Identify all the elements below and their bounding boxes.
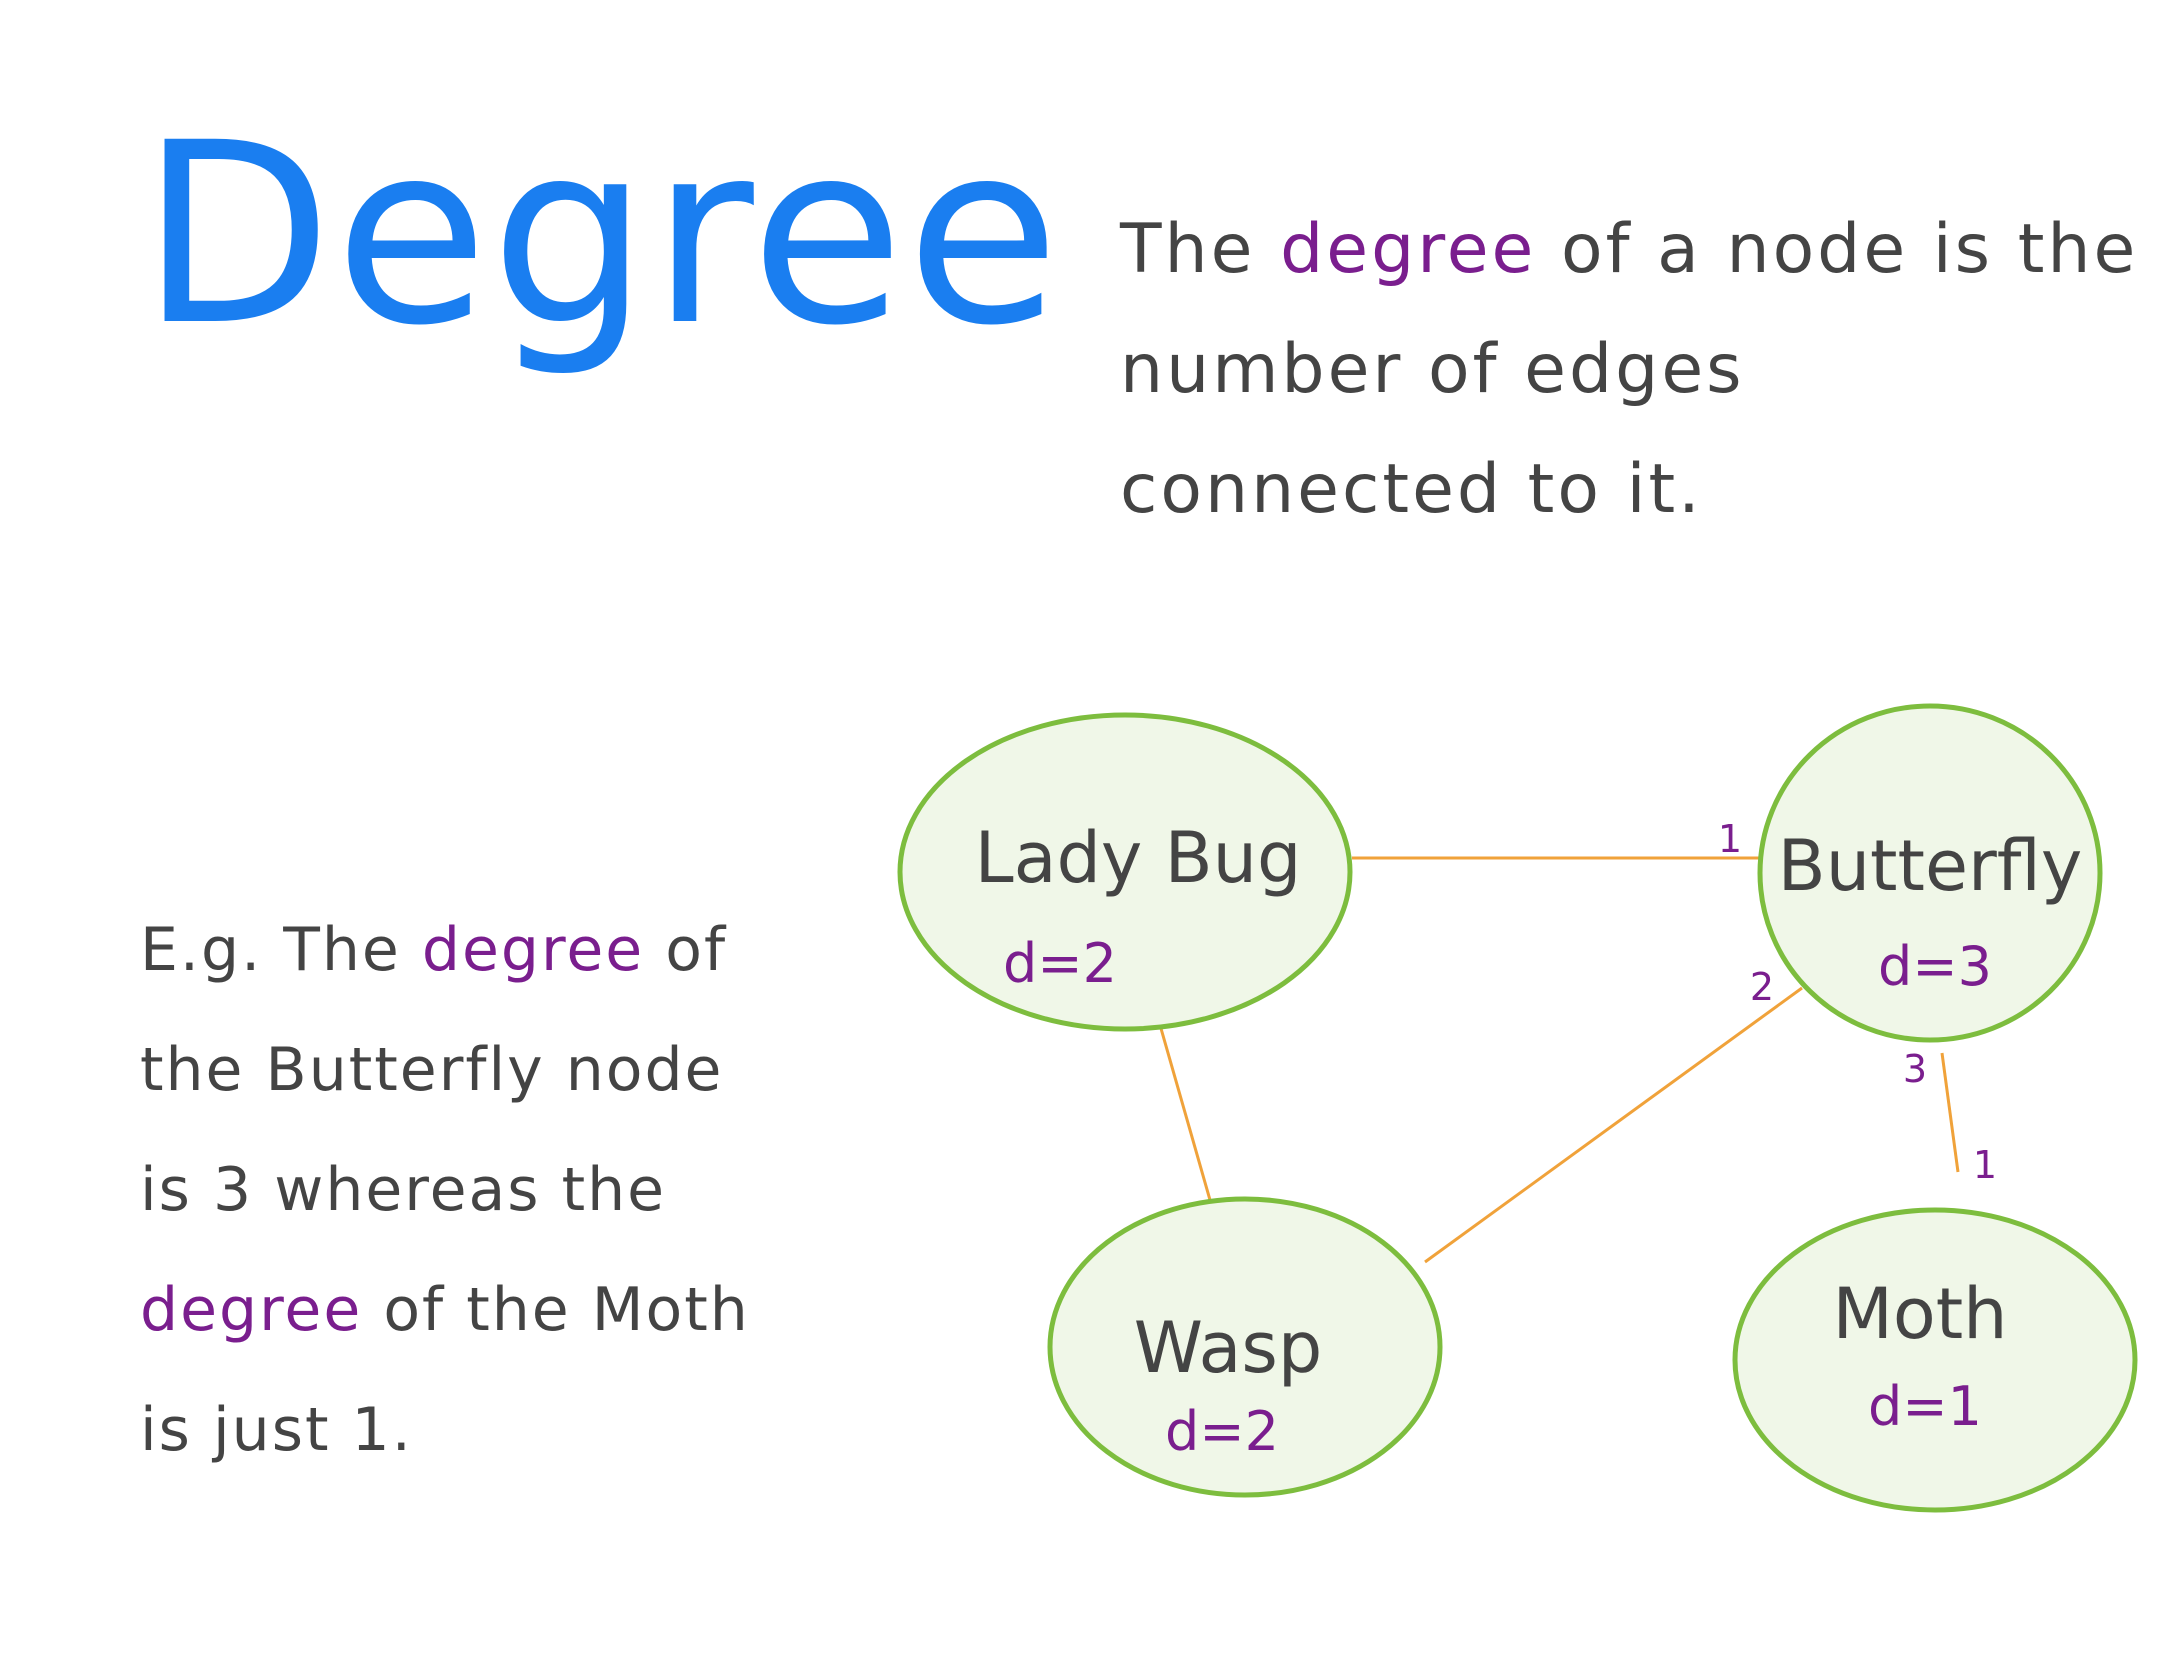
node-wasp-shape <box>1047 1196 1443 1498</box>
node-butterfly-degree: d=3 <box>1878 935 1992 998</box>
example-text: E.g. The degree of the Butterfly node is… <box>140 890 780 1490</box>
edge-wasp-butterfly <box>1424 986 1803 1264</box>
node-ladybug: Lady Bug d=2 <box>897 712 1353 1032</box>
node-ladybug-label: Lady Bug <box>975 817 1302 899</box>
example-middle: of the Butterfly node is 3 whereas the <box>140 915 728 1225</box>
edge-number: 1 <box>1718 817 1742 861</box>
node-wasp-label: Wasp <box>1134 1307 1323 1389</box>
node-moth-degree: d=1 <box>1868 1375 1982 1438</box>
edge-butterfly-moth <box>1940 1052 1960 1173</box>
node-ladybug-degree: d=2 <box>1003 932 1117 995</box>
node-butterfly-label: Butterfly <box>1778 825 2083 907</box>
node-wasp: Wasp d=2 <box>1047 1196 1443 1498</box>
example-term-1: degree <box>421 915 645 985</box>
page-title: Degree <box>140 89 1062 380</box>
definition-after: of a node is the number of edges connect… <box>1120 210 2139 529</box>
example-suffix: of the Moth is just 1. <box>140 1275 750 1465</box>
example-prefix: E.g. The <box>140 915 422 985</box>
definition-term: degree <box>1280 210 1537 289</box>
node-ladybug-shape <box>897 712 1353 1032</box>
node-moth: Moth d=1 <box>1732 1207 2138 1513</box>
node-butterfly: Butterfly d=3 <box>1757 703 2103 1043</box>
example-term-2: degree <box>140 1275 363 1345</box>
node-moth-label: Moth <box>1832 1273 2007 1355</box>
node-butterfly-shape <box>1757 703 2103 1043</box>
edge-number: 2 <box>1750 965 1774 1009</box>
edge-ladybug-wasp <box>1158 1024 1214 1208</box>
node-wasp-degree: d=2 <box>1165 1400 1279 1463</box>
definition-before: The <box>1120 210 1281 289</box>
edge-number: 1 <box>1973 1143 1997 1187</box>
definition-text: The degree of a node is the number of ed… <box>1120 190 2150 550</box>
edge-number: 3 <box>1903 1047 1927 1091</box>
node-moth-shape <box>1732 1207 2138 1513</box>
